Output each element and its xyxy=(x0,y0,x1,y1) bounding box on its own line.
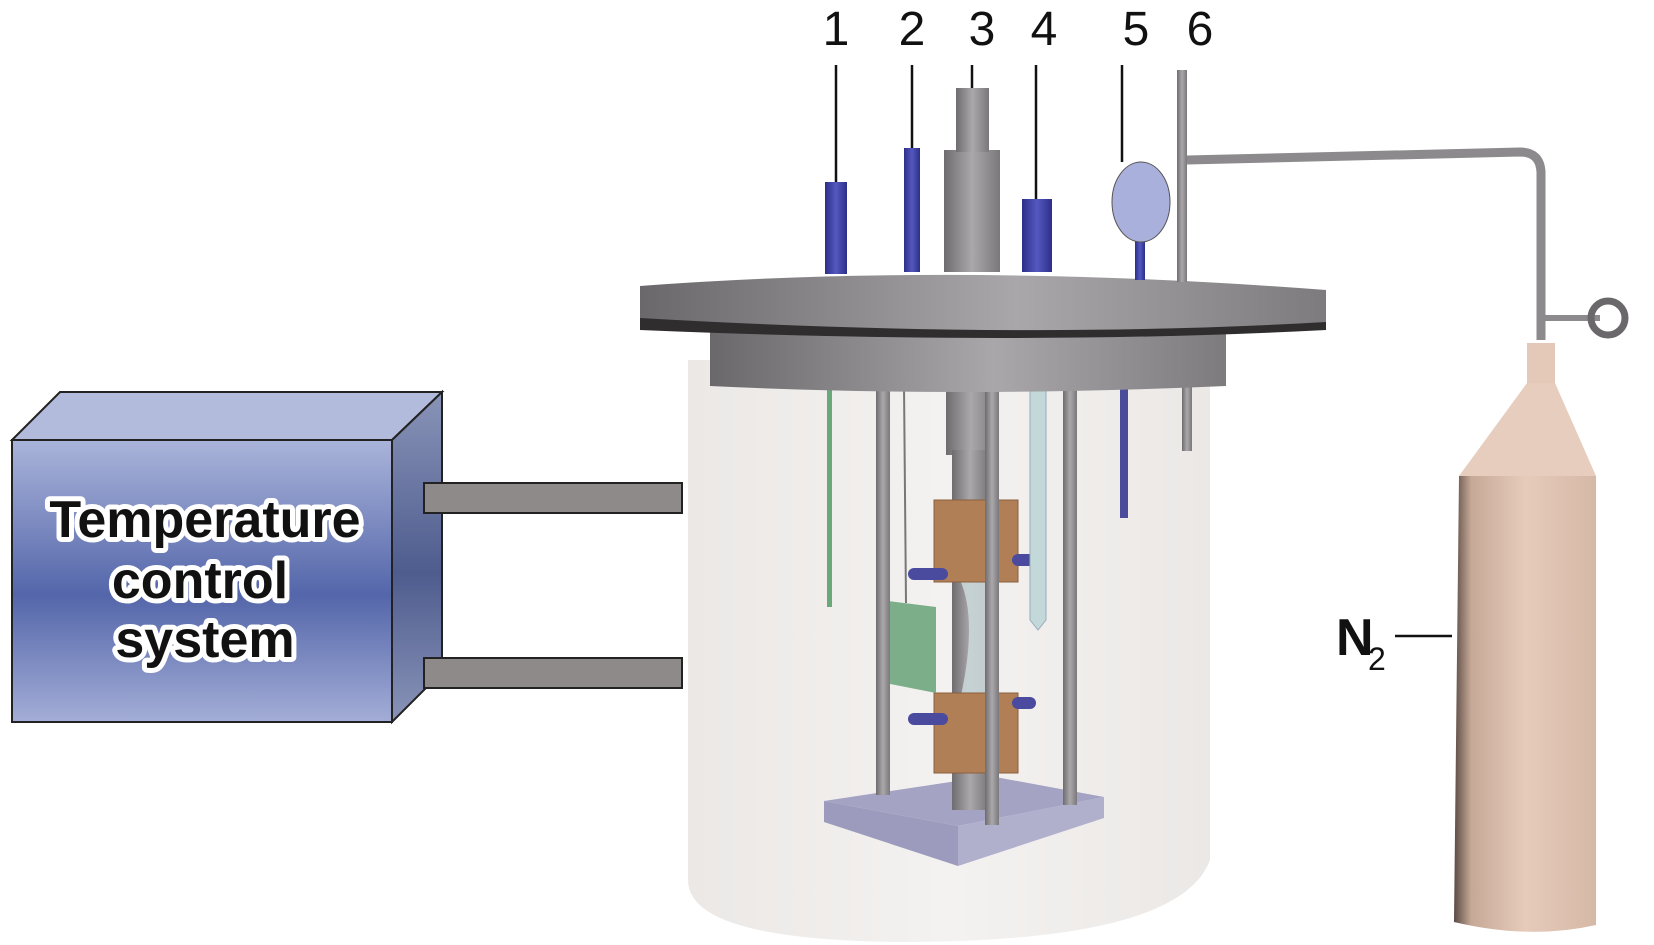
reference-tube xyxy=(1029,384,1047,631)
leader-lines xyxy=(834,65,1452,638)
gas-inlet-pipe-lower xyxy=(1182,385,1192,451)
port-label-5: 5 xyxy=(1123,3,1150,56)
port-labels: 1 2 3 4 5 6 xyxy=(823,3,1214,56)
lower-flange xyxy=(710,332,1226,392)
port-label-4: 4 xyxy=(1031,3,1058,56)
support-rod-2 xyxy=(985,385,999,825)
base-plate-side xyxy=(958,797,1104,866)
probe-6-pipe xyxy=(1177,70,1187,282)
counter-electrode-plate xyxy=(880,600,936,693)
support-rod-3 xyxy=(1063,385,1077,805)
inner-assembly xyxy=(824,384,1192,866)
circulation-hoses xyxy=(423,482,683,689)
hose-upper xyxy=(423,482,683,514)
upper-flange xyxy=(640,274,1326,331)
clamp-lower-pin-right xyxy=(1012,697,1036,709)
hose-lower xyxy=(423,657,683,689)
cylinder-neck xyxy=(1527,343,1555,383)
port-label-1: 1 xyxy=(823,3,850,56)
port-label-3: 3 xyxy=(969,3,996,56)
support-rod-1 xyxy=(876,385,890,795)
valve-handwheel xyxy=(1587,297,1629,339)
tcs-label-line-3: system xyxy=(115,611,294,669)
nitrogen-cylinder: N 2 xyxy=(1336,343,1596,932)
vessel-lid xyxy=(640,274,1326,392)
clamp-lower-pin-left xyxy=(908,713,948,725)
temperature-control-system: Temperature control system xyxy=(9,389,445,725)
probe-3-base xyxy=(944,150,1000,272)
clamp-upper xyxy=(933,499,1019,583)
probe-3-top xyxy=(956,88,989,152)
counter-electrode-wire xyxy=(903,384,907,604)
gas-line xyxy=(1186,147,1629,340)
port-label-2: 2 xyxy=(899,3,926,56)
probe-4 xyxy=(1022,199,1052,272)
n2-label: N xyxy=(1336,609,1374,667)
cylinder-shoulder xyxy=(1459,383,1596,476)
probe-5-stem xyxy=(1120,385,1128,518)
clamp-upper-pin-left xyxy=(908,568,948,580)
port-label-6: 6 xyxy=(1187,3,1214,56)
reference-wire-green xyxy=(827,385,832,607)
n2-label-subscript: 2 xyxy=(1368,641,1386,677)
probe-2 xyxy=(904,148,920,272)
clamp-lower xyxy=(933,692,1019,774)
base-plate-front xyxy=(824,801,958,866)
tcs-label-line-1: Temperature xyxy=(49,491,360,549)
top-probes xyxy=(825,70,1187,282)
cylinder-body xyxy=(1454,476,1596,932)
box-top-face xyxy=(9,391,445,441)
probe-1 xyxy=(825,182,847,274)
tcs-label-line-2: control xyxy=(112,552,288,610)
probe-5-stem-top xyxy=(1135,240,1145,280)
probe-5-disc xyxy=(1111,161,1171,243)
gas-pipe xyxy=(1186,147,1546,340)
box-front-face xyxy=(11,439,393,723)
